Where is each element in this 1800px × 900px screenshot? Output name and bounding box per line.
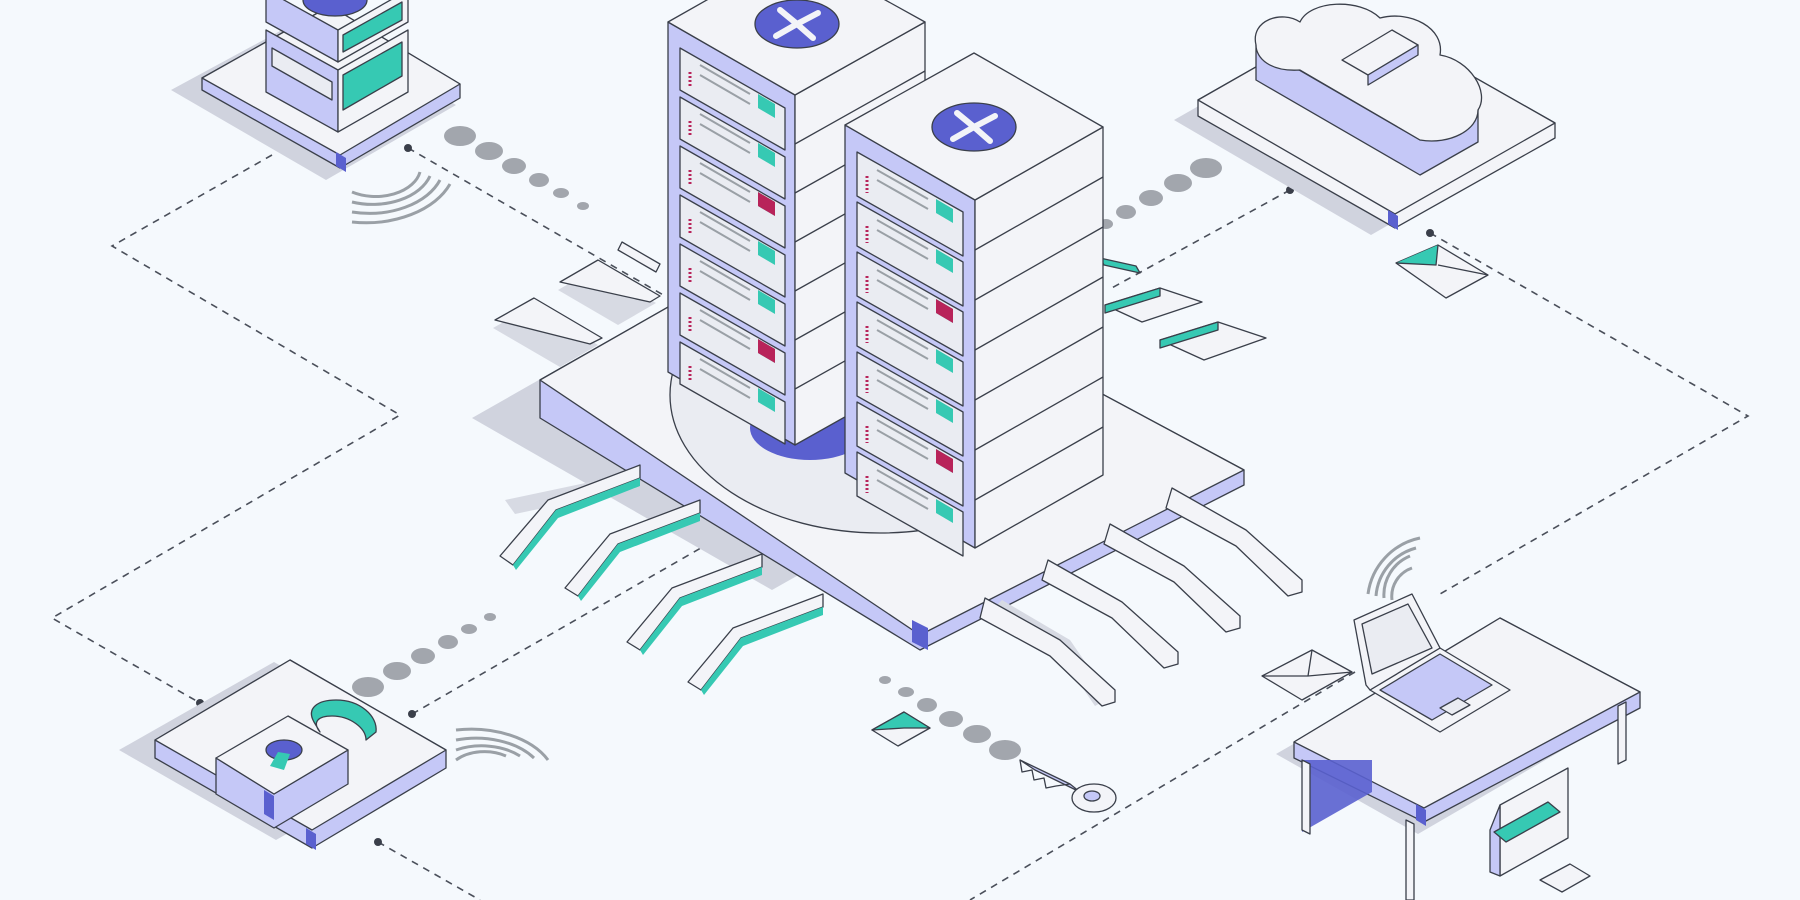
laptop-icon [1353, 593, 1511, 733]
network-connection-lines [50, 144, 1750, 900]
connector-pin [1103, 523, 1241, 633]
connector-pin [1099, 257, 1267, 361]
padlock-icon [215, 699, 377, 829]
cloud-storage-station [1174, 3, 1556, 235]
connector-pin [493, 241, 661, 367]
connector-pin [1165, 487, 1303, 597]
server-rack-icon [844, 52, 1104, 558]
connector-pin [499, 464, 641, 570]
cooling-fan-icon [754, 0, 840, 49]
connector-pin [979, 597, 1116, 707]
envelope-icon [871, 711, 931, 747]
envelope-icon [1395, 244, 1489, 299]
data-dot-trails [352, 126, 1222, 760]
server-units [855, 151, 965, 558]
wifi-signal-icon [351, 171, 452, 225]
server-rack-icon [265, 0, 409, 133]
key-icon [1019, 759, 1117, 813]
desk-chair-icon [1489, 767, 1591, 893]
wifi-signal-icon [1366, 536, 1421, 601]
workstation-desk [1276, 593, 1641, 900]
connector-pin [1041, 559, 1179, 669]
security-lock-station [119, 659, 447, 850]
cloud-folder-icon [1254, 3, 1483, 176]
connector-pin [626, 553, 763, 655]
connector-pin [687, 593, 824, 695]
edge-server-station [171, 0, 461, 180]
connector-pin [564, 499, 701, 601]
server-units [678, 47, 787, 446]
envelope-icon [1261, 649, 1353, 701]
cooling-fan-icon [931, 102, 1017, 152]
wifi-signal-icon [455, 727, 550, 762]
